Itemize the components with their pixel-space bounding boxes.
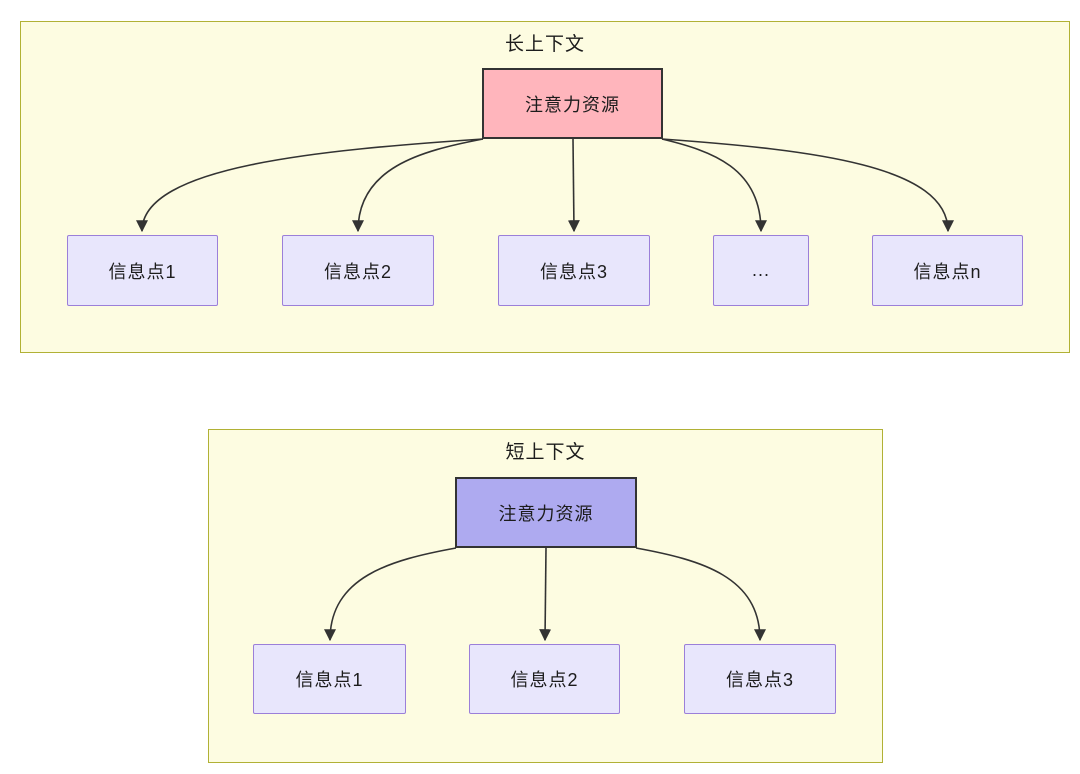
info-point-3-short: 信息点3	[684, 644, 836, 714]
short-context-title: 短上下文	[505, 442, 586, 463]
long-context-title: 长上下文	[504, 34, 585, 55]
info-point-1-long: 信息点1	[67, 235, 218, 306]
info-point-2-short: 信息点2	[469, 644, 620, 714]
info-point-2-long: 信息点2	[282, 235, 434, 306]
info-point-3-long: 信息点3	[498, 235, 650, 306]
info-point-ellipsis-long: ...	[713, 235, 809, 306]
info-point-n-long: 信息点n	[872, 235, 1023, 306]
attention-resource-node-long: 注意力资源	[482, 68, 663, 139]
info-point-1-short: 信息点1	[253, 644, 406, 714]
attention-resource-node-short: 注意力资源	[455, 477, 637, 548]
